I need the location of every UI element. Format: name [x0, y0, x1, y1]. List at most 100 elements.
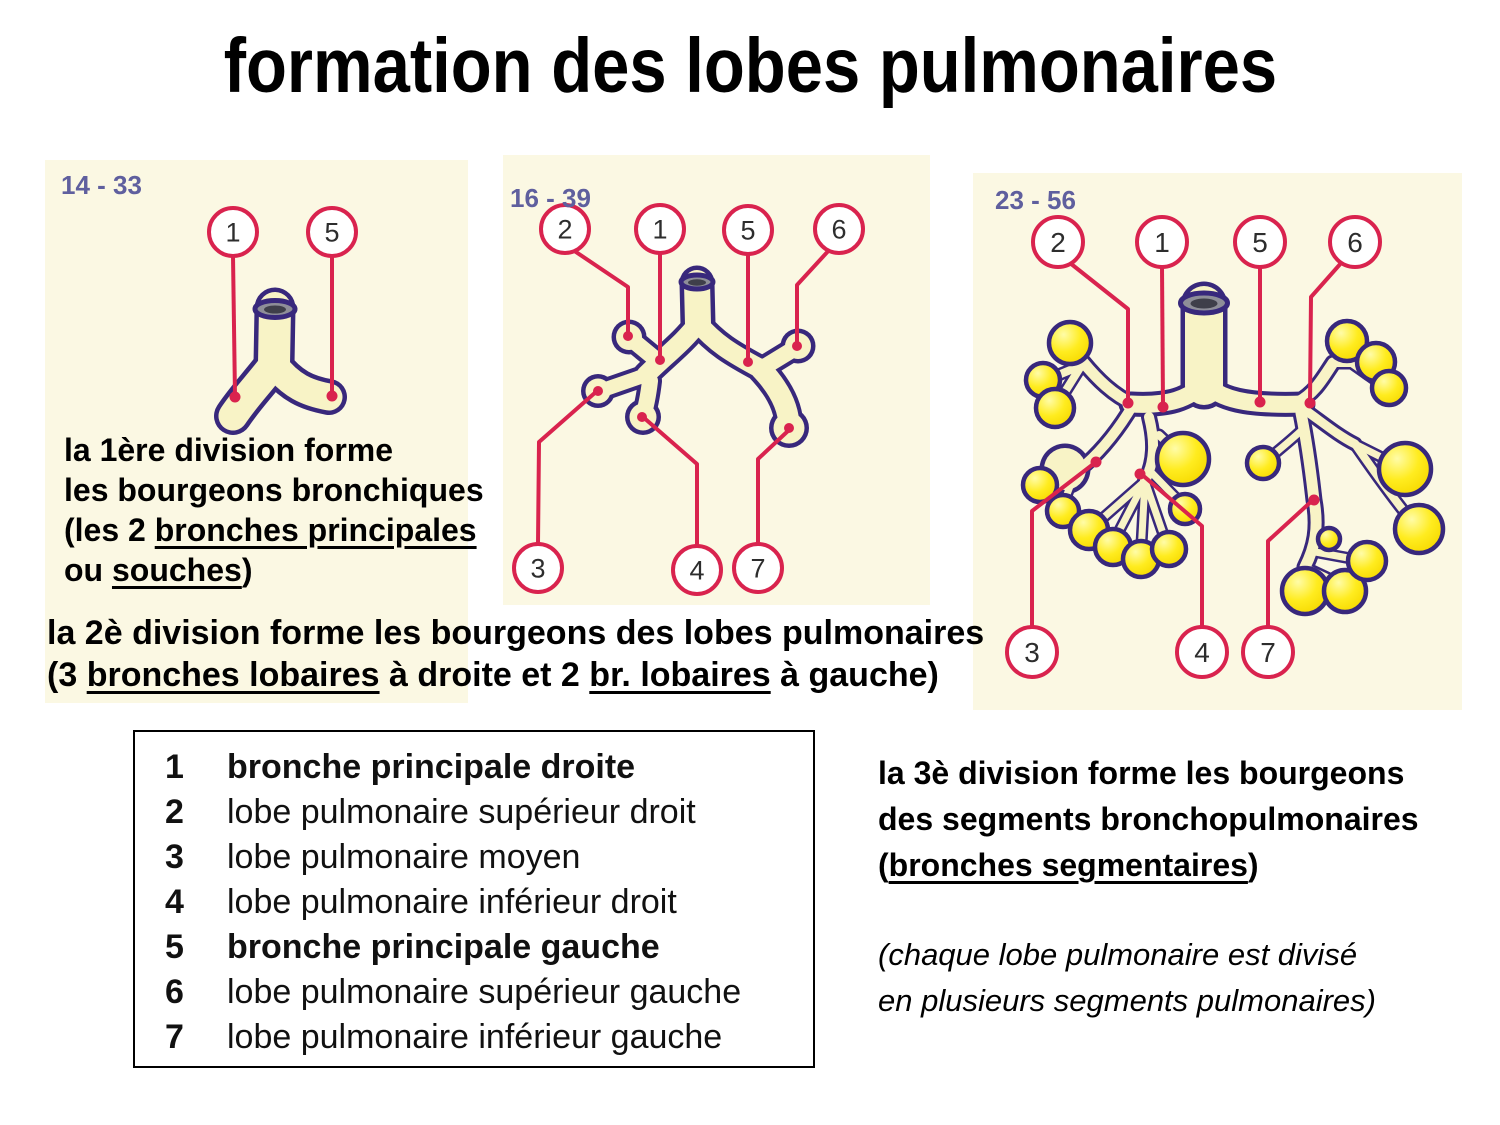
tree-fill	[218, 292, 343, 431]
caption-first-division: la 1ère division forme les bourgeons bro…	[64, 430, 484, 590]
callout-number: 2	[1050, 227, 1066, 258]
stage-3-label: 23 - 56	[995, 185, 1076, 215]
marker-dot-5	[743, 357, 753, 367]
legend-label: bronche principale droite	[227, 748, 636, 786]
legend-item-3: 3 lobe pulmonaire moyen	[135, 835, 813, 880]
marker-dot-1	[1157, 401, 1169, 413]
legend-number: 7	[165, 1018, 184, 1056]
legend-number: 2	[165, 793, 184, 831]
caption-text: (les 2	[64, 512, 155, 548]
marker-dot-5	[1254, 396, 1266, 408]
caption-third-division: la 3è division forme les bourgeons des s…	[878, 750, 1419, 1024]
callout-1: 1	[634, 203, 686, 255]
callout-number: 3	[530, 554, 545, 584]
legend-label: lobe pulmonaire moyen	[227, 838, 581, 876]
caption-line: les bourgeons bronchiques	[64, 472, 484, 508]
callout-number: 2	[557, 215, 572, 245]
callout-number: 4	[1194, 637, 1210, 668]
marker-dot-5	[326, 390, 338, 402]
callout-number: 5	[740, 216, 755, 246]
caption-text: à gauche)	[770, 656, 939, 694]
marker-dot-2	[623, 331, 633, 341]
callout-1: 1	[207, 206, 259, 258]
callout-2: 2	[539, 203, 591, 255]
marker-dot-4	[1134, 468, 1146, 480]
callout-number: 1	[1154, 227, 1170, 258]
callout-number: 5	[324, 218, 339, 248]
trachea-opening	[252, 298, 298, 320]
caption-line: (3 bronches lobaires à droite et 2 br. l…	[47, 654, 984, 696]
caption-line: la 3è division forme les bourgeons	[878, 755, 1405, 791]
bronchial-tree-stage3	[1020, 281, 1446, 617]
caption-underlined-text: br. lobaires	[589, 656, 771, 694]
legend-item-1: 1 bronche principale droite	[135, 745, 813, 790]
caption-text: )	[241, 552, 253, 588]
caption-underlined-text: bronches segmentaires	[888, 847, 1248, 883]
caption-line: ou souches)	[64, 550, 484, 590]
marker-dot-6	[1304, 397, 1316, 409]
caption-text: ou	[64, 552, 112, 588]
caption-text: (	[878, 847, 889, 883]
callout-number: 3	[1024, 637, 1040, 668]
stage-2-diagram: 2 1 5 6 3 4 7	[512, 203, 865, 596]
callout-6: 6	[1328, 215, 1382, 269]
stage-1-diagram: 1 5	[207, 206, 358, 435]
callout-1: 1	[1135, 215, 1189, 269]
callout-number: 6	[831, 215, 846, 245]
callout-5: 5	[1233, 215, 1287, 269]
marker-dot-2	[1122, 397, 1134, 409]
stage-3-panel: 2 1 5 6 3 4 7	[973, 173, 1462, 710]
callout-number: 5	[1252, 227, 1268, 258]
caption-line: (bronches segmentaires)	[878, 842, 1419, 888]
callout-number: 7	[750, 554, 765, 584]
caption-underlined-text: bronches principales	[154, 512, 477, 548]
legend-box: 1 bronche principale droite 2 lobe pulmo…	[133, 730, 815, 1068]
caption-line: des segments bronchopulmonaires	[878, 801, 1419, 837]
legend-item-6: 6 lobe pulmonaire supérieur gauche	[135, 970, 813, 1015]
callout-6: 6	[813, 203, 865, 255]
callout-number: 6	[1347, 227, 1363, 258]
page-title-text: formation des lobes pulmonaires	[223, 23, 1277, 109]
callout-number: 1	[225, 218, 240, 248]
leader-lines	[536, 246, 833, 546]
callout-2: 2	[1031, 215, 1085, 269]
tree-fill	[585, 270, 811, 444]
callout-7: 7	[1241, 625, 1295, 679]
leader-lines	[1030, 260, 1344, 627]
caption-underlined-text: bronches lobaires	[86, 656, 380, 694]
legend-item-2: 2 lobe pulmonaire supérieur droit	[135, 790, 813, 835]
marker-dot-1	[229, 391, 241, 403]
marker-dot-3	[593, 386, 603, 396]
stage-1-label: 14 - 33	[61, 170, 142, 200]
stage-3-diagram: 2 1 5 6 3 4 7	[1005, 215, 1446, 679]
trachea-opening	[1178, 290, 1230, 316]
stage-2-panel: 2 1 5 6 3 4 7	[503, 155, 930, 605]
stage-2-label: 16 - 39	[510, 183, 591, 213]
caption-line: (les 2 bronches principales	[64, 510, 484, 550]
callout-7: 7	[732, 542, 784, 594]
callout-5: 5	[306, 206, 358, 258]
caption-text: (3	[47, 656, 87, 694]
caption-line: la 2è division forme les bourgeons des l…	[47, 614, 985, 652]
bronchial-tree-stage1	[214, 287, 347, 435]
legend-label: bronche principale gauche	[227, 928, 660, 966]
callout-number: 1	[652, 215, 667, 245]
callout-4: 4	[1175, 625, 1229, 679]
legend-number: 5	[165, 928, 184, 966]
legend-number: 3	[165, 838, 184, 876]
callout-number: 7	[1260, 637, 1276, 668]
marker-dot-6	[792, 341, 802, 351]
caption-note-line: (chaque lobe pulmonaire est divisé	[878, 937, 1358, 972]
caption-second-division: la 2è division forme les bourgeons des l…	[47, 612, 984, 696]
legend-number: 4	[165, 883, 184, 921]
marker-dot-7	[784, 423, 794, 433]
caption-underlined-text: souches	[111, 552, 242, 588]
marker-dot-1	[655, 355, 665, 365]
leader-lines	[229, 255, 338, 403]
callout-3: 3	[1005, 625, 1059, 679]
legend-item-5: 5 bronche principale gauche	[135, 925, 813, 970]
caption-note-line: en plusieurs segments pulmonaires)	[878, 983, 1376, 1018]
segment-buds	[1020, 318, 1446, 617]
legend-number: 1	[165, 748, 184, 786]
